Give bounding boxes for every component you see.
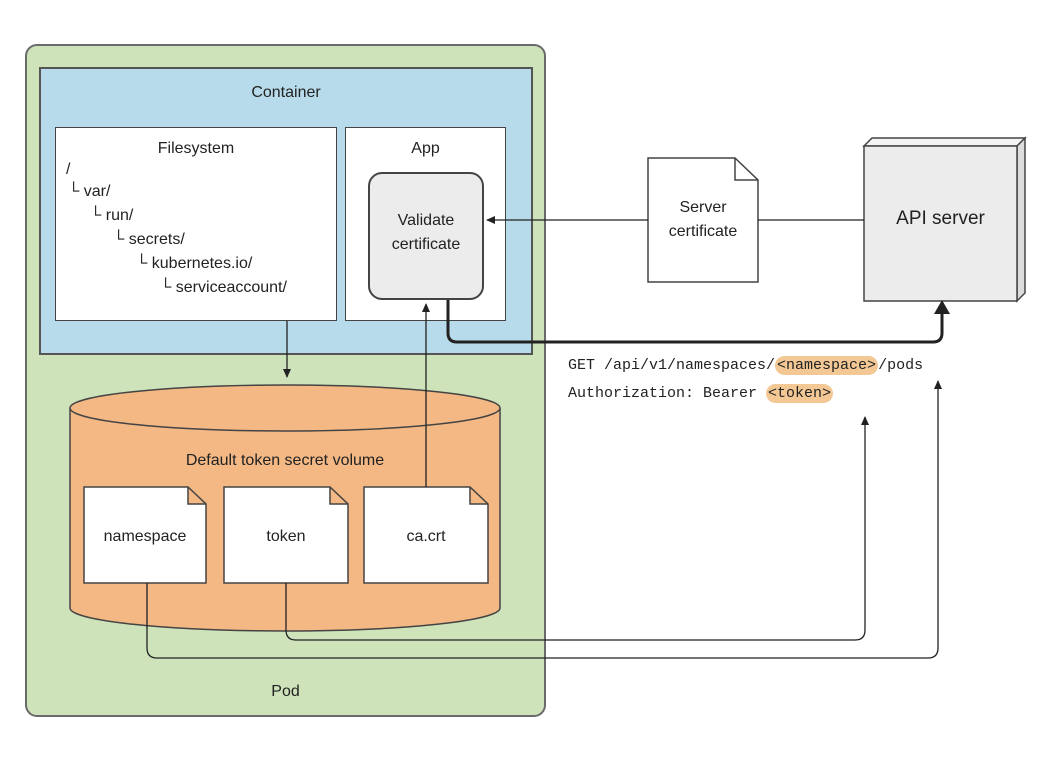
token-to-request-arrow bbox=[285, 416, 869, 641]
ca-crt-file-label: ca.crt bbox=[406, 528, 446, 545]
validate-label-line2: certificate bbox=[391, 236, 461, 253]
filesystem-tree-serviceaccount: └ serviceaccount/ bbox=[160, 279, 287, 296]
server-certificate-line1: Server bbox=[679, 199, 727, 216]
request-line-authorization: Authorization: Bearer <token> bbox=[568, 384, 834, 403]
token-file-label: token bbox=[266, 528, 306, 545]
app-to-api-request-arrow bbox=[446, 300, 944, 344]
validate-certificate-box bbox=[368, 172, 484, 300]
secret-volume-label: Default token secret volume bbox=[185, 452, 385, 469]
validate-label-line1: Validate bbox=[397, 212, 455, 229]
authorization-prefix: Authorization: Bearer bbox=[568, 385, 767, 402]
token-param-highlight: <token> bbox=[766, 384, 834, 403]
request-line-get: GET /api/v1/namespaces/<namespace>/pods bbox=[568, 356, 924, 375]
filesystem-tree-kubernetes: └ kubernetes.io/ bbox=[136, 255, 253, 272]
token-file-icon bbox=[223, 486, 349, 584]
request-path-suffix: /pods bbox=[878, 357, 924, 374]
pod-label: Pod bbox=[271, 683, 300, 700]
container-label: Container bbox=[251, 84, 321, 101]
filesystem-tree-var: └ var/ bbox=[68, 183, 111, 200]
request-path-prefix: GET /api/v1/namespaces/ bbox=[568, 357, 776, 374]
namespace-to-request-arrow bbox=[146, 380, 942, 659]
app-title: App bbox=[411, 140, 440, 157]
filesystem-tree-root: / bbox=[66, 161, 71, 178]
ca-crt-file-icon bbox=[363, 486, 489, 584]
namespace-file-icon bbox=[83, 486, 207, 584]
server-certificate-line2: certificate bbox=[668, 223, 738, 240]
namespace-param-highlight: <namespace> bbox=[775, 356, 879, 375]
filesystem-tree-secrets: └ secrets/ bbox=[113, 231, 185, 248]
api-server-label: API server bbox=[896, 208, 985, 229]
filesystem-box bbox=[55, 127, 337, 321]
filesystem-tree-run: └ run/ bbox=[90, 207, 134, 224]
server-certificate-icon bbox=[647, 157, 759, 283]
api-server-box bbox=[862, 136, 1027, 303]
namespace-file-label: namespace bbox=[103, 528, 187, 545]
filesystem-title: Filesystem bbox=[157, 140, 235, 157]
